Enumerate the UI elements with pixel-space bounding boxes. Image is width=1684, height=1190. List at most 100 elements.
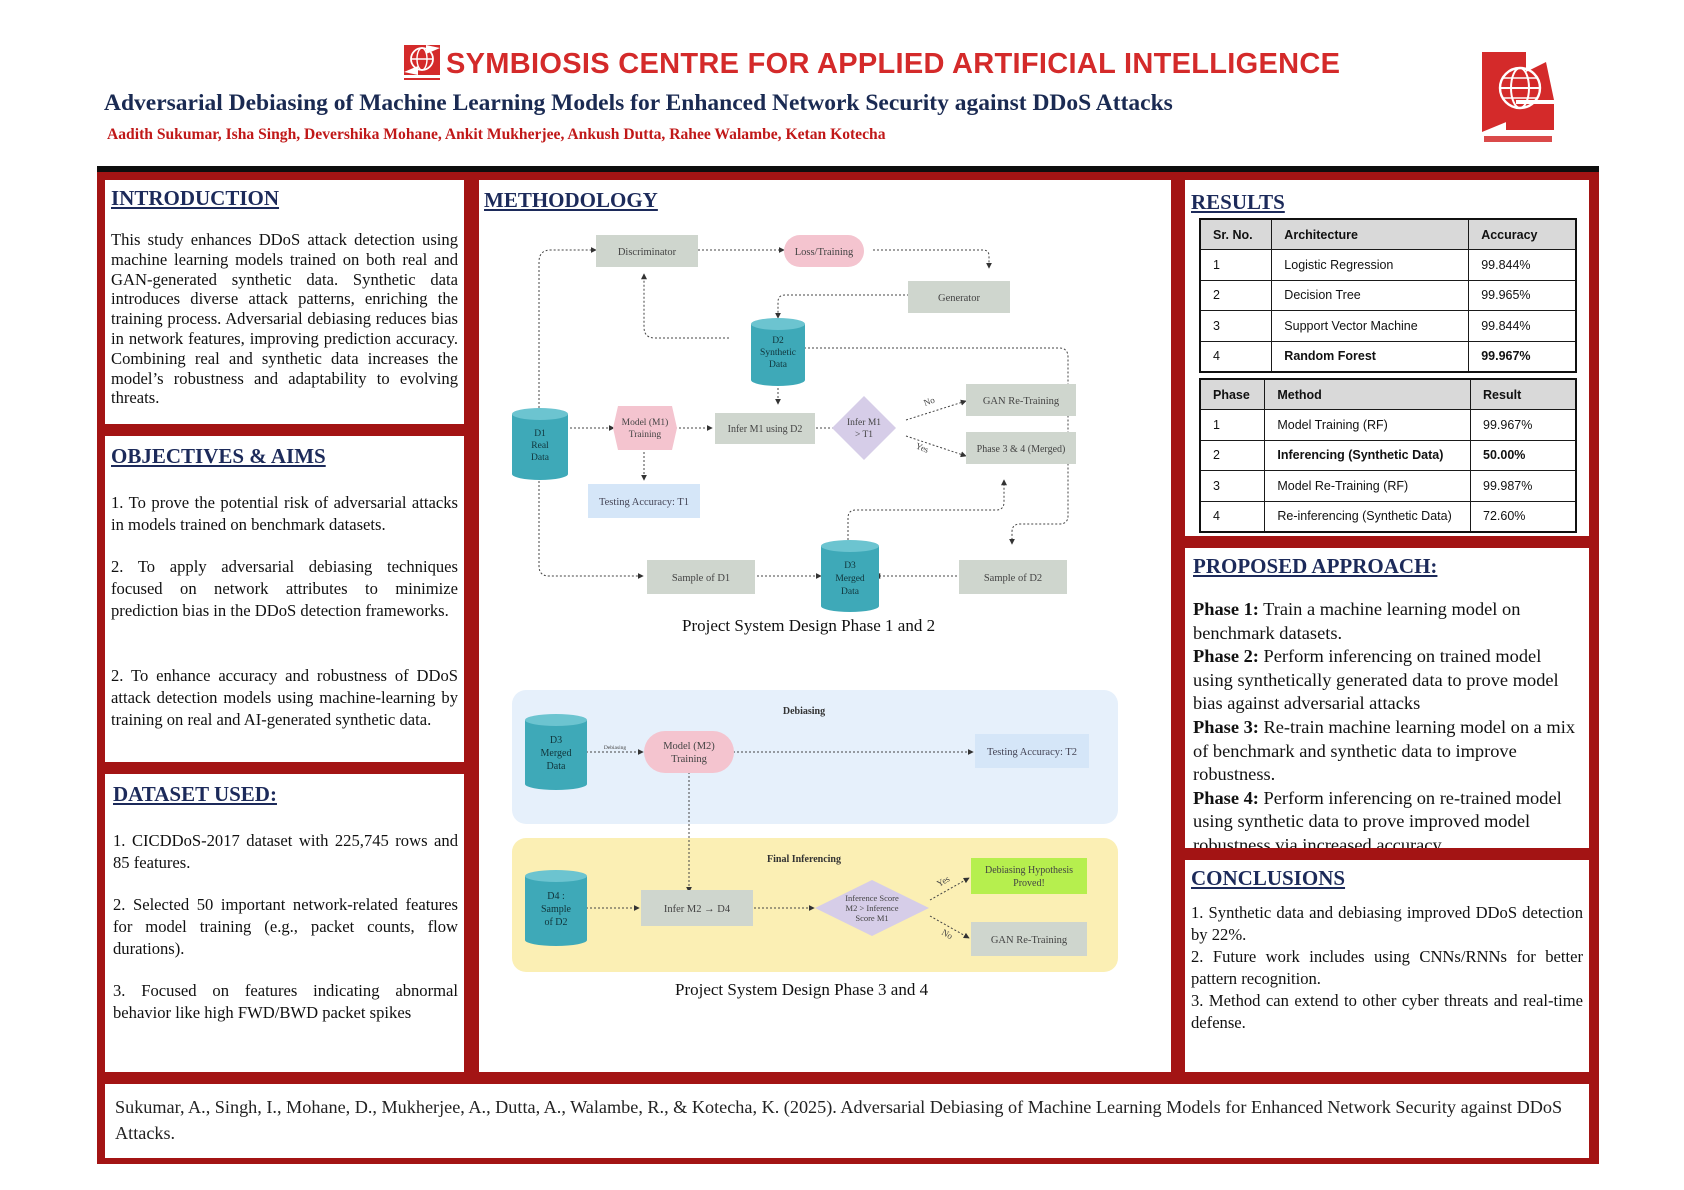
institute-name: SYMBIOSIS CENTRE FOR APPLIED ARTIFICIAL … [446,48,1341,80]
table-cell: 3 [1199,310,1273,342]
table-header-cell: Sr. No. [1199,218,1273,251]
phases-list: Phase 1: Train a machine learning model … [1193,598,1585,848]
table-cell: 99.967% [1468,340,1577,373]
table-header-cell: Result [1470,378,1577,411]
table-cell: 72.60% [1470,500,1577,533]
testing-t1-label: Testing Accuracy: T1 [599,497,689,508]
introduction-text: This study enhances DDoS attack detectio… [111,230,458,408]
d1-label: Real [531,441,549,451]
sample-d2-label: Sample of D2 [984,573,1042,584]
d3-merged-cylinder [821,540,879,612]
d3-label: Merged [541,748,572,759]
table-row: 4 Re-inferencing (Synthetic Data) 72.60% [1199,500,1577,533]
d2-label: D2 [772,336,784,346]
table-cell: Model Re-Training (RF) [1264,470,1472,502]
table-cell: 1 [1199,409,1266,441]
methodology-diagram: Discriminator Loss/Training Generator D2… [512,235,1118,972]
architecture-table: Sr. No. Architecture Accuracy 1 Logistic… [1199,218,1577,373]
table-row: 2 Decision Tree 99.965% [1199,279,1577,312]
d1-label: Data [531,453,550,463]
table-cell: Logistic Regression [1271,249,1470,281]
d3-label: D3 [844,561,856,571]
decision-m1-label: > T1 [855,430,873,440]
d1-real-cylinder [512,408,568,480]
phase-label: Phase 1: [1193,599,1259,619]
d4-label: Sample [541,904,572,915]
reference-panel: Sukumar, A., Singh, I., Mohane, D., Mukh… [105,1084,1589,1158]
symbiosis-emblem-icon [1482,52,1554,142]
table-header-row: Sr. No. Architecture Accuracy [1199,218,1577,251]
d2-synthetic-cylinder [751,318,805,386]
table-cell: Model Training (RF) [1264,409,1472,441]
phase-item: Phase 4: Perform inferencing on re-train… [1193,787,1585,848]
table-cell: Inferencing (Synthetic Data) [1264,439,1472,472]
table-cell: 99.844% [1468,249,1577,281]
phase-text: Perform inferencing on re-trained model … [1193,787,1562,848]
decision-m2-label: Inference Score [845,893,899,903]
infer-m2-node [641,890,753,926]
results-panel: RESULTS Sr. No. Architecture Accuracy 1 … [1185,180,1589,536]
phase34-merged-label: Phase 3 & 4 (Merged) [977,444,1066,455]
proved-label: Debiasing Hypothesis [985,865,1073,876]
decision-m2-label: M2 > Inference [846,903,899,913]
poster-frame: INTRODUCTION This study enhances DDoS at… [97,166,1599,1164]
no-edge-label: No [940,927,955,941]
table-cell: 99.967% [1470,409,1577,441]
table-cell: 50.00% [1470,439,1577,472]
proposed-heading: PROPOSED APPROACH: [1193,554,1438,578]
discriminator-node [596,235,698,267]
yes-edge-label: Yes [914,441,930,455]
gan-retraining-node [971,922,1087,956]
generator-label: Generator [938,293,980,304]
table-cell: Decision Tree [1271,279,1470,312]
table-cell: Support Vector Machine [1271,310,1470,342]
table-cell: 99.987% [1470,470,1577,502]
d3-label: Data [547,761,566,772]
conclusion-item: 1. Synthetic data and debiasing improved… [1191,903,1583,944]
d2-label: Data [769,360,788,370]
loss-training-label: Loss/Training [795,247,854,258]
infer-m1-node [715,413,815,444]
d3-label: Data [841,587,860,597]
phase-item: Phase 1: Train a machine learning model … [1193,598,1585,645]
dataset-item: 3. Focused on features indicating abnorm… [113,981,458,1022]
d4-label: D4 : [547,891,565,902]
proposed-approach-panel: PROPOSED APPROACH: Phase 1: Train a mach… [1185,548,1589,848]
methodology-heading: METHODOLOGY [484,188,658,212]
generator-node [908,281,1010,313]
testing-t2-label: Testing Accuracy: T2 [987,747,1077,758]
conclusion-item: 2. Future work includes using CNNs/RNNs … [1191,947,1583,988]
d4-label: of D2 [544,917,567,928]
table-row: 1 Model Training (RF) 99.967% [1199,409,1577,441]
citation-text: Sukumar, A., Singh, I., Mohane, D., Mukh… [115,1097,1563,1143]
phase-text: Perform inferencing on trained model usi… [1193,646,1559,714]
gan-retraining-node [966,384,1076,416]
gan-retraining-label: GAN Re-Training [983,396,1060,407]
phase34-caption: Project System Design Phase 3 and 4 [675,980,929,999]
table-cell: 3 [1199,470,1266,502]
table-cell: 99.844% [1468,310,1577,342]
table-header-cell: Accuracy [1468,218,1577,251]
table-cell: 4 [1199,340,1273,373]
introduction-heading: INTRODUCTION [111,186,280,210]
poster-title: Adversarial Debiasing of Machine Learnin… [104,90,1173,116]
model-m2-node [644,731,734,773]
objectives-panel: OBJECTIVES & AIMS 1. To prove the potent… [105,436,464,762]
decision-m1-node [832,396,896,460]
phase-text: Re-train machine learning model on a mix… [1193,716,1576,785]
phase-label: Phase 4: [1193,787,1259,808]
proved-label: Proved! [1013,878,1045,889]
phase-label: Phase 3: [1193,716,1259,737]
phase-item: Phase 3: Re-train machine learning model… [1193,716,1585,787]
table-cell: 2 [1199,439,1266,472]
sample-d1-node [647,560,755,594]
table-cell: 1 [1199,249,1273,281]
testing-t2-node [975,734,1089,768]
decision-m2-node [815,880,929,936]
gan-retraining-label: GAN Re-Training [991,935,1068,946]
table-header-cell: Architecture [1271,218,1470,251]
m1-label: Model (M1) [622,417,669,428]
debiasing-group [512,690,1118,824]
phase34-merged-node [966,432,1076,464]
loss-training-node [784,235,864,267]
